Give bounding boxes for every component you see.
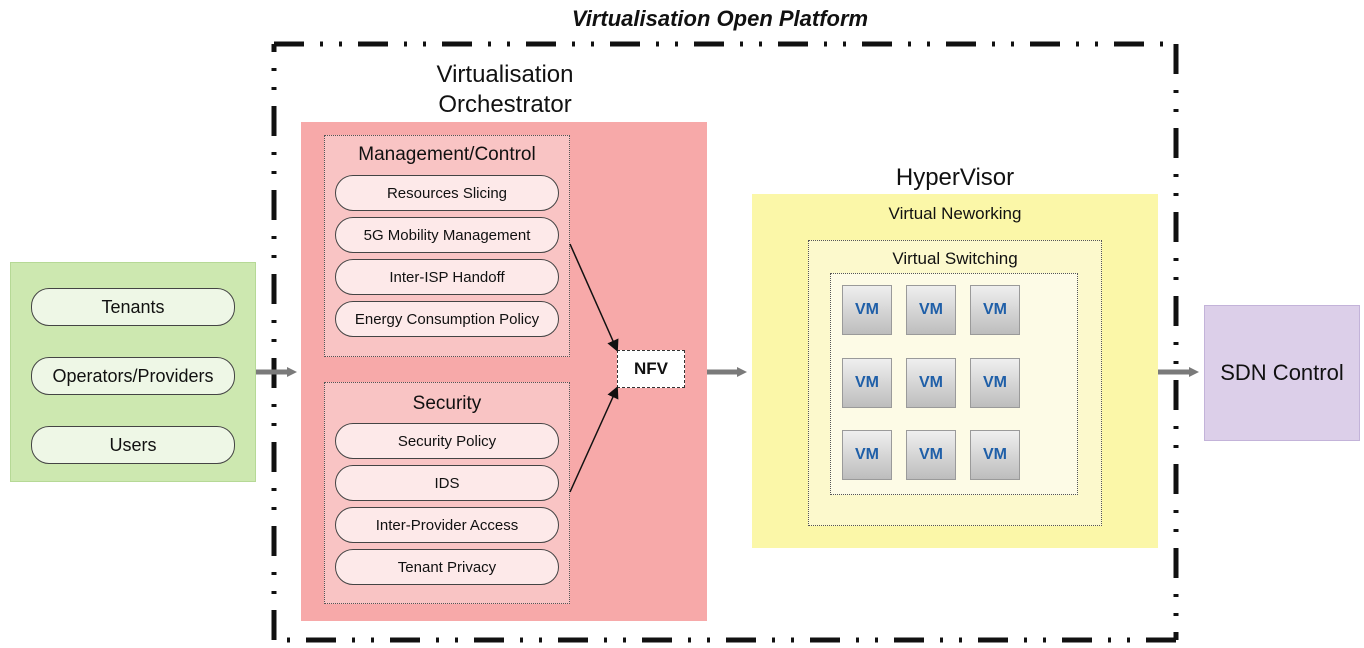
management-control-title: Management/Control xyxy=(358,144,536,165)
vm-2: VM xyxy=(906,285,956,335)
security-title: Security xyxy=(412,393,482,414)
hypervisor-title: HyperVisor xyxy=(895,164,1015,191)
vm-8: VM xyxy=(906,430,956,480)
virtual-networking-label: Virtual Neworking xyxy=(888,204,1022,223)
vm-9: VM xyxy=(970,430,1020,480)
orchestrator-title: Virtualisation Orchestrator xyxy=(400,60,610,120)
orchestrator-title-line1: Virtualisation xyxy=(436,61,574,88)
operators-providers-pill: Operators/Providers xyxy=(31,357,235,395)
vm-5: VM xyxy=(906,358,956,408)
orchestrator-title-line2: Orchestrator xyxy=(438,91,572,118)
vm-3: VM xyxy=(970,285,1020,335)
vm-4: VM xyxy=(842,358,892,408)
sdn-control-box: SDN Control xyxy=(1204,305,1360,441)
users-pill: Users xyxy=(31,426,235,464)
inter-provider-access-pill: Inter-Provider Access xyxy=(335,507,559,543)
vm-area: VM VM VM VM VM VM VM VM VM xyxy=(830,273,1078,495)
energy-consumption-policy-pill: Energy Consumption Policy xyxy=(335,301,559,337)
hypervisor-box: Virtual Neworking Virtual Switching VM V… xyxy=(752,194,1158,548)
security-policy-pill: Security Policy xyxy=(335,423,559,459)
orchestrator-box: Management/Control Resources Slicing 5G … xyxy=(301,122,707,621)
tenants-pill: Tenants xyxy=(31,288,235,326)
management-to-nfv-arrow xyxy=(569,243,619,352)
resources-slicing-pill: Resources Slicing xyxy=(335,175,559,211)
ids-pill: IDS xyxy=(335,465,559,501)
security-to-nfv-arrow xyxy=(569,386,619,493)
security-panel: Security Security Policy IDS Inter-Provi… xyxy=(324,382,570,604)
vm-6: VM xyxy=(970,358,1020,408)
virtual-switching-label: Virtual Switching xyxy=(892,249,1018,268)
virtual-switching-box: Virtual Switching VM VM VM VM VM VM VM V… xyxy=(808,240,1102,526)
vm-1: VM xyxy=(842,285,892,335)
inter-isp-handoff-pill: Inter-ISP Handoff xyxy=(335,259,559,295)
mobility-management-pill: 5G Mobility Management xyxy=(335,217,559,253)
management-control-panel: Management/Control Resources Slicing 5G … xyxy=(324,135,570,357)
vm-7: VM xyxy=(842,430,892,480)
tenant-privacy-pill: Tenant Privacy xyxy=(335,549,559,585)
stakeholders-box: Tenants Operators/Providers Users xyxy=(10,262,256,482)
nfv-box: NFV xyxy=(617,350,685,388)
platform-title: Virtualisation Open Platform xyxy=(571,6,869,31)
